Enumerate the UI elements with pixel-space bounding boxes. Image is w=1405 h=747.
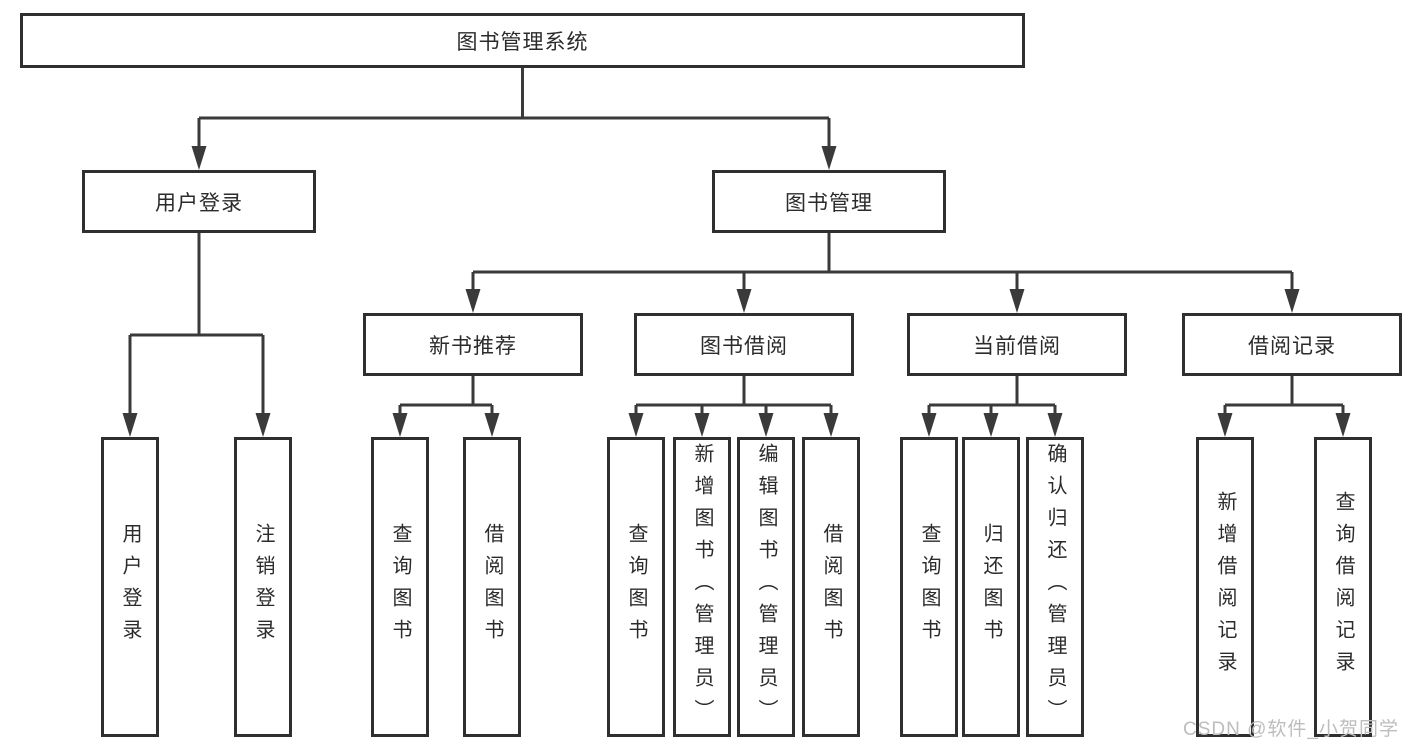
- node-book-borrowing: 图书借阅: [634, 313, 854, 376]
- leaf-confirm-return-admin: 确认归还（管理员）: [1026, 437, 1084, 737]
- leaf-add-borrow-record: 新增借阅记录: [1196, 437, 1254, 737]
- leaf-return-books: 归还图书: [962, 437, 1020, 737]
- leaf-borrow-books: 借阅图书: [802, 437, 860, 737]
- watermark: CSDN @软件_小贺同学: [1183, 719, 1399, 740]
- arrowheads: [122, 146, 1351, 437]
- node-borrowing-records: 借阅记录: [1182, 313, 1402, 376]
- leaf-add-book-admin: 新增图书（管理员）: [673, 437, 731, 737]
- leaf-edit-book-admin: 编辑图书（管理员）: [737, 437, 795, 737]
- node-current-borrowing: 当前借阅: [907, 313, 1127, 376]
- leaf-query-books-borrow: 查询图书: [607, 437, 665, 737]
- leaf-borrow-books-recommend: 借阅图书: [463, 437, 521, 737]
- leaf-query-borrow-record: 查询借阅记录: [1314, 437, 1372, 737]
- leaf-query-books-recommend: 查询图书: [371, 437, 429, 737]
- node-new-book-recommendation: 新书推荐: [363, 313, 583, 376]
- node-user-login: 用户登录: [82, 170, 316, 233]
- leaf-logout: 注销登录: [234, 437, 292, 737]
- leaf-user-login: 用户登录: [101, 437, 159, 737]
- node-book-management: 图书管理: [712, 170, 946, 233]
- node-library-management-system: 图书管理系统: [20, 13, 1025, 68]
- leaf-query-books-current: 查询图书: [900, 437, 958, 737]
